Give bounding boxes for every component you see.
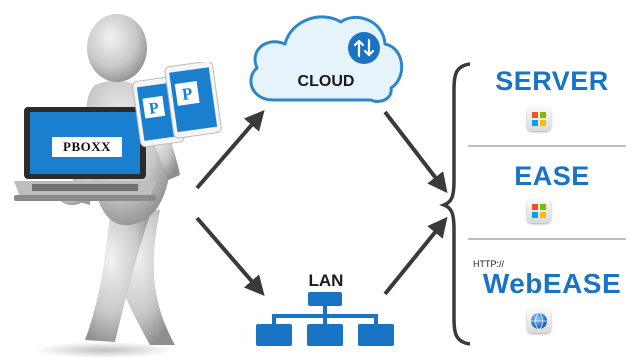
network-topology-icon [256,292,394,346]
server-heading: SERVER [495,66,609,96]
tablets-image: P P [132,62,222,148]
divider-1 [468,145,626,147]
cloud-label: CLOUD [297,73,355,90]
svg-text:P: P [181,84,194,104]
http-prefix-label: HTTP:// [473,259,504,269]
svg-text:P: P [148,100,160,118]
ease-heading: EASE [514,161,590,191]
laptop-brand-label: PBOXX [52,137,122,157]
arrow-lan-to-targets [383,216,448,296]
lan-label: LAN [308,271,344,290]
bracket-brace [439,62,471,346]
server-windows-logo-icon [527,107,551,131]
webease-heading: WebEASE [482,268,622,299]
arrow-to-cloud [195,109,265,190]
divider-2 [468,238,626,240]
globe-icon [527,309,551,333]
ease-windows-logo-icon [527,199,551,223]
arrow-cloud-to-targets [383,110,448,194]
arrow-to-lan [195,216,265,297]
sync-arrows-icon [348,32,380,64]
